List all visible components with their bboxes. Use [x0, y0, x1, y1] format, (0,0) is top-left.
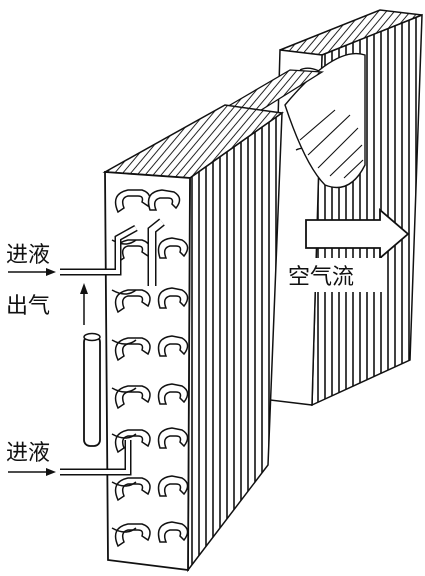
airflow-label: 空气流: [288, 265, 354, 290]
inlet-bottom-label: 进液: [6, 441, 50, 466]
cutaway-hatching: [299, 109, 364, 179]
front-coil-block: [102, 104, 284, 573]
finned-face: [187, 111, 283, 573]
airflow-arrow: [305, 208, 410, 260]
airflow-label-bg: [284, 258, 382, 292]
outlet-label: 出气: [6, 294, 50, 319]
header-cylinder: [83, 335, 101, 447]
tube-ends: [111, 239, 137, 533]
inlet-top-label: 进液: [6, 243, 50, 268]
piping: [60, 218, 165, 476]
back-coil-block: [269, 9, 423, 407]
back-cutaway: [284, 52, 366, 189]
flow-arrows: [8, 208, 410, 476]
